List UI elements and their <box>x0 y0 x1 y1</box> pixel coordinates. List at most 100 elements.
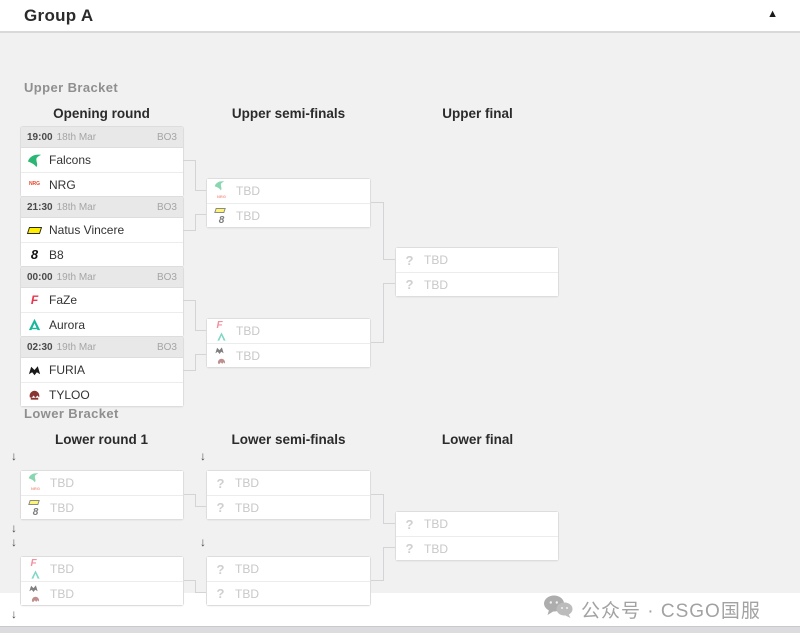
aurora-logo <box>27 317 42 332</box>
team-row-tbd[interactable]: ? TBD <box>396 248 558 272</box>
falcons-logo <box>27 153 42 168</box>
team-row-tbd[interactable]: TBD <box>21 581 183 605</box>
bracket-connector <box>195 214 206 215</box>
b8-logo: 8 <box>30 247 39 262</box>
team-row-nrg[interactable]: NRG NRG <box>21 172 183 196</box>
faze-logo: F <box>30 557 37 569</box>
match-card-faze-aurora[interactable]: 00:00 19th Mar BO3 F FaZe Aurora <box>20 266 184 337</box>
faze-aurora-logos: F <box>27 558 44 580</box>
team-name: TBD <box>235 586 259 601</box>
furia-logo <box>28 583 39 594</box>
bracket-connector <box>383 523 395 524</box>
team-row-tbd[interactable]: ? TBD <box>207 495 370 519</box>
nrg-logo: NRG <box>31 485 40 491</box>
drop-arrow-icon: ↓ <box>11 449 17 463</box>
team-row-tbd[interactable]: TBD <box>207 343 370 367</box>
bracket-connector <box>383 283 395 284</box>
match-header: 02:30 19th Mar BO3 <box>21 337 183 358</box>
bracket-connector <box>383 547 384 581</box>
team-row-tbd[interactable]: ? TBD <box>207 557 370 581</box>
drop-arrow-icon: ↓ <box>200 449 206 463</box>
match-card-lower-final[interactable]: ? TBD ? TBD <box>395 511 559 561</box>
match-card-upper-semi-2[interactable]: F TBD TBD <box>206 318 371 368</box>
falcons-nrg-logos: NRG <box>27 472 44 494</box>
team-name: Natus Vincere <box>49 223 125 237</box>
bracket-connector <box>371 342 383 343</box>
match-card-furia-tyloo[interactable]: 02:30 19th Mar BO3 FURIA TYLOO <box>20 336 184 407</box>
team-name: FURIA <box>49 363 85 377</box>
group-header: Group A ▲ <box>0 0 800 33</box>
match-card-lower-round1-2[interactable]: F TBD TBD <box>20 556 184 606</box>
nrg-logo: NRG <box>28 181 41 187</box>
faze-logo: F <box>30 293 39 307</box>
furia-tyloo-logos <box>27 583 44 605</box>
team-row-b8[interactable]: 8 B8 <box>21 242 183 266</box>
team-row-natus-vincere[interactable]: Natus Vincere <box>21 218 183 242</box>
team-row-tyloo[interactable]: TYLOO <box>21 382 183 406</box>
drop-arrow-icon: ↓ <box>11 521 17 535</box>
team-name: Aurora <box>49 317 86 332</box>
bracket-connector <box>371 494 383 495</box>
team-row-tbd[interactable]: ? TBD <box>207 471 370 495</box>
match-card-lower-semi-2[interactable]: ? TBD ? TBD <box>206 556 371 606</box>
bracket-connector <box>183 370 195 371</box>
team-row-furia[interactable]: FURIA <box>21 358 183 382</box>
column-header-opening-round: Opening round <box>53 106 150 121</box>
drop-arrow-icon: ↓ <box>200 535 206 549</box>
falcons-logo <box>28 472 39 483</box>
bracket-connector <box>195 580 196 593</box>
column-header-lower-round-1: Lower round 1 <box>54 432 148 447</box>
navi-b8-logos: 8 <box>213 205 230 227</box>
collapse-icon[interactable]: ▲ <box>767 8 778 20</box>
match-card-lower-round1-1[interactable]: NRG TBD 8 TBD <box>20 470 184 520</box>
team-row-tbd[interactable]: ? TBD <box>207 581 370 605</box>
bracket-connector <box>183 300 195 301</box>
faze-logo: F <box>216 319 223 331</box>
team-name: TBD <box>50 586 74 601</box>
team-row-aurora[interactable]: Aurora <box>21 312 183 336</box>
match-card-upper-final[interactable]: ? TBD ? TBD <box>395 247 559 297</box>
team-row-tbd[interactable]: F TBD <box>207 319 370 343</box>
match-format: BO3 <box>156 131 177 143</box>
team-row-tbd[interactable]: 8 TBD <box>21 495 183 519</box>
bracket-connector <box>383 494 384 524</box>
unknown-team-icon: ? <box>405 541 414 556</box>
team-name: TBD <box>235 476 259 490</box>
b8-logo: 8 <box>218 215 225 226</box>
team-row-tbd[interactable]: NRG TBD <box>207 179 370 203</box>
bracket-connector <box>195 300 196 331</box>
aurora-logo <box>30 569 41 580</box>
match-card-lower-semi-1[interactable]: ? TBD ? TBD <box>206 470 371 520</box>
unknown-team-icon: ? <box>216 586 225 601</box>
match-time: 21:30 <box>27 201 53 213</box>
team-row-tbd[interactable]: NRG TBD <box>21 471 183 495</box>
match-header: 19:00 18th Mar BO3 <box>21 127 183 148</box>
team-name: TBD <box>235 562 259 576</box>
drop-arrow-icon: ↓ <box>11 535 17 549</box>
bracket-connector <box>184 494 195 495</box>
match-card-upper-semi-1[interactable]: NRG TBD 8 TBD <box>206 178 371 228</box>
team-row-tbd[interactable]: 8 TBD <box>207 203 370 227</box>
match-header: 21:30 18th Mar BO3 <box>21 197 183 218</box>
team-row-tbd[interactable]: ? TBD <box>396 536 558 560</box>
team-row-tbd[interactable]: F TBD <box>21 557 183 581</box>
team-row-falcons[interactable]: Falcons <box>21 148 183 172</box>
bracket-connector <box>195 354 196 371</box>
match-card-navi-b8[interactable]: 21:30 18th Mar BO3 Natus Vincere 8 B8 <box>20 196 184 267</box>
natus-vincere-logo <box>27 497 40 508</box>
drop-arrow-icon: ↓ <box>11 607 17 621</box>
lower-bracket-label: Lower Bracket <box>24 406 119 421</box>
column-header-lower-semi-finals: Lower semi-finals <box>231 432 346 447</box>
team-row-faze[interactable]: F FaZe <box>21 288 183 312</box>
team-name: NRG <box>49 177 76 192</box>
team-row-tbd[interactable]: ? TBD <box>396 512 558 536</box>
match-card-falcons-nrg[interactable]: 19:00 18th Mar BO3 Falcons NRG NRG <box>20 126 184 197</box>
team-row-tbd[interactable]: ? TBD <box>396 272 558 296</box>
column-header-lower-final: Lower final <box>441 432 514 447</box>
watermark: 公众号 · CSGO国服 <box>543 594 761 624</box>
unknown-team-icon: ? <box>405 252 414 268</box>
match-date: 18th Mar <box>56 201 97 213</box>
tyloo-logo <box>27 387 42 402</box>
tyloo-logo <box>216 356 227 367</box>
unknown-team-icon: ? <box>405 516 414 532</box>
